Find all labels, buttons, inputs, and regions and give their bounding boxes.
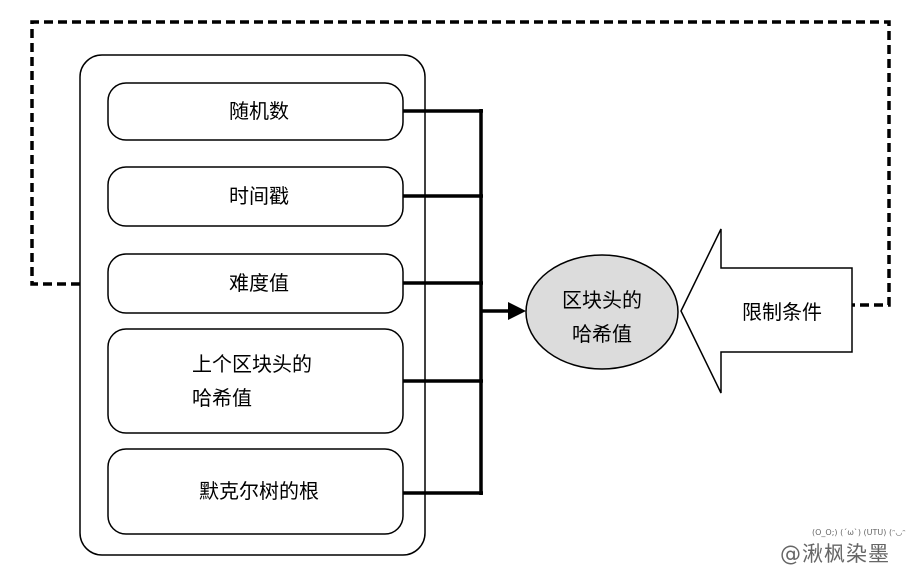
feedback-dashed-line bbox=[30, 20, 891, 307]
block-header-hash-line1: 区块头的 bbox=[562, 288, 642, 312]
field-prev-hash: 上个区块头的 哈希值 bbox=[107, 328, 404, 434]
field-merkle-root: 默克尔树的根 bbox=[107, 448, 404, 535]
field-prev-hash-label-line1: 上个区块头的 bbox=[192, 352, 312, 376]
block-header-hash-line2: 哈希值 bbox=[572, 322, 632, 346]
watermark: @湫枫染墨 bbox=[780, 542, 890, 566]
field-merkle-root-label: 默克尔树的根 bbox=[199, 479, 319, 503]
field-timestamp: 时间戳 bbox=[107, 166, 404, 227]
field-difficulty: 难度值 bbox=[107, 253, 404, 314]
watermark-emotes: (O_O;) (ˊωˋ) (UTU) (ᵔ◡ᵔ) bbox=[812, 528, 906, 537]
block-header-hash: 区块头的 哈希值 bbox=[525, 254, 679, 370]
field-prev-hash-label-line2: 哈希值 bbox=[192, 386, 252, 410]
field-timestamp-label: 时间戳 bbox=[229, 184, 289, 208]
field-connectors bbox=[403, 109, 510, 495]
constraint-label: 限制条件 bbox=[742, 300, 822, 324]
field-difficulty-label: 难度值 bbox=[229, 271, 289, 295]
field-nonce: 随机数 bbox=[107, 82, 404, 141]
field-nonce-label: 随机数 bbox=[229, 99, 289, 123]
constraint-arrow: 限制条件 bbox=[680, 228, 853, 394]
arrowhead-to-result bbox=[508, 302, 526, 320]
